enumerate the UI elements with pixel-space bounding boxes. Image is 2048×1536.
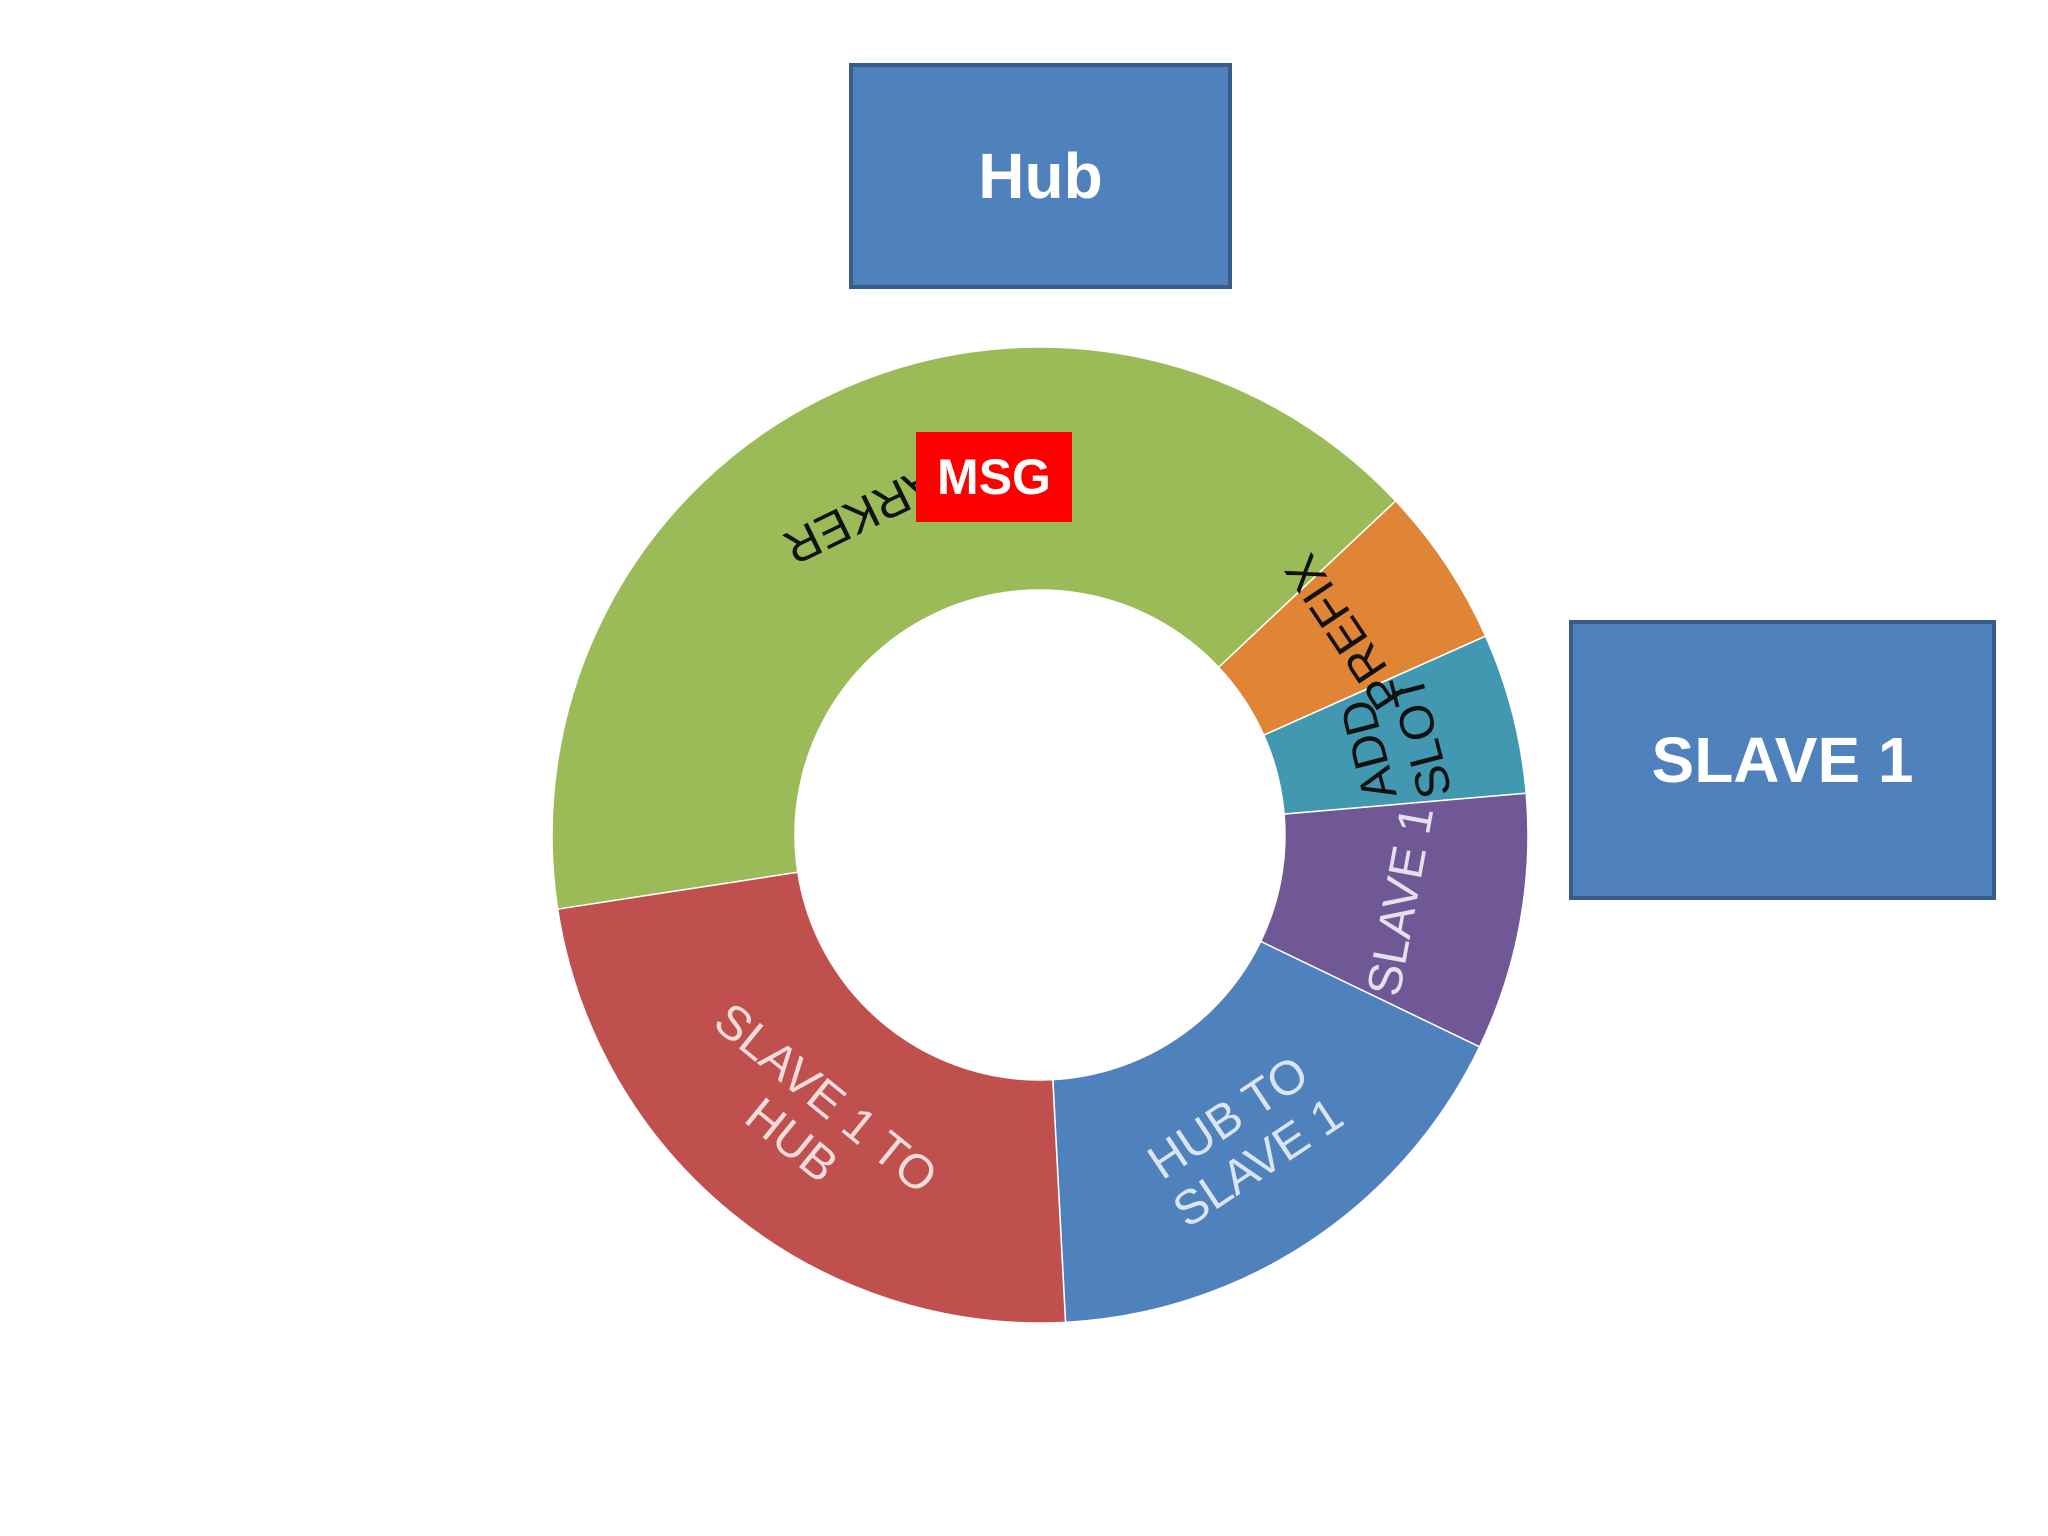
slave-label: SLAVE 1 xyxy=(1651,724,1914,796)
ring-segment-hub-to-slave xyxy=(1052,940,1481,1324)
ring-label-add-slot: ADDSLOT xyxy=(1328,669,1463,817)
msg-tag-label: MSG xyxy=(937,449,1051,505)
hub-label: Hub xyxy=(978,140,1103,212)
slave-node: SLAVE 1 xyxy=(1569,620,1996,900)
ring-segments xyxy=(551,346,1529,1324)
hub-node: Hub xyxy=(849,63,1232,289)
msg-tag: MSG xyxy=(916,432,1072,522)
ring-segment-slave-to-hub xyxy=(556,871,1067,1324)
ring-segment-marker xyxy=(551,346,1397,911)
